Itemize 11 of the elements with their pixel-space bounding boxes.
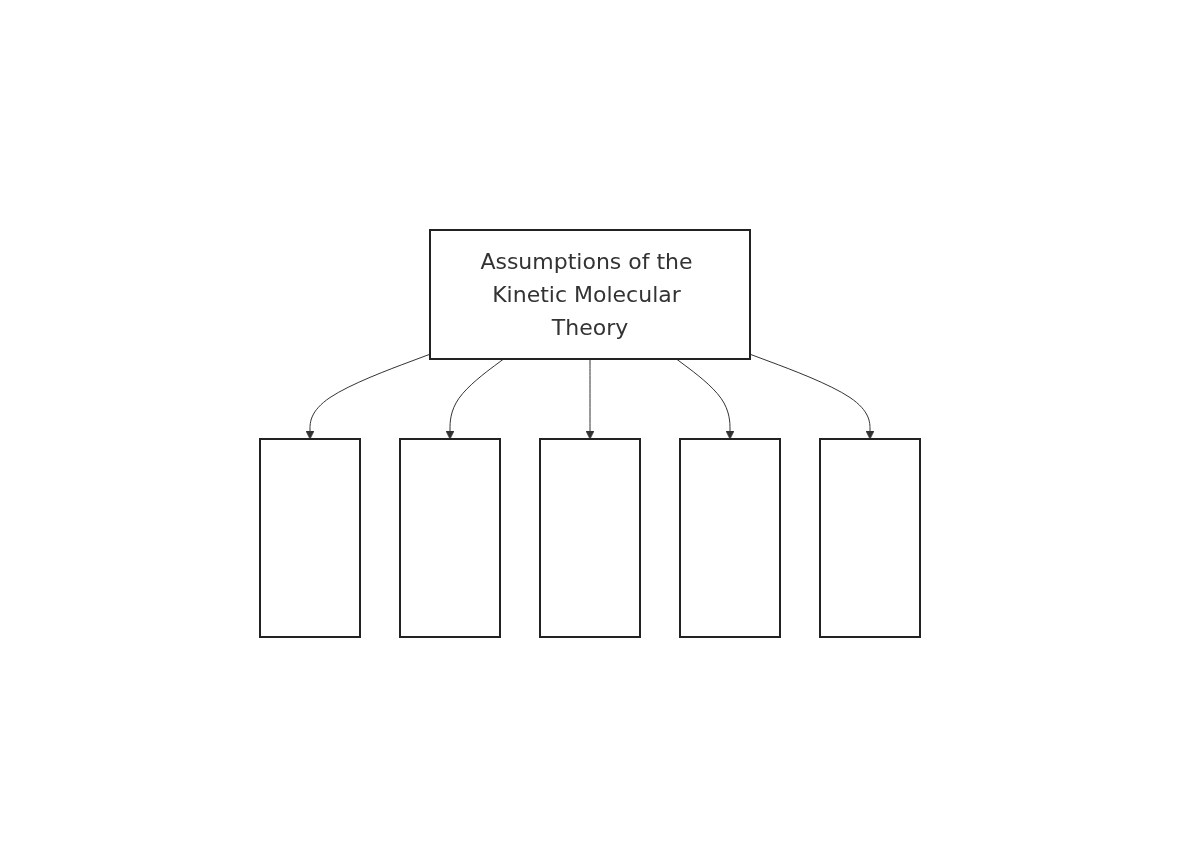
arrow	[585, 358, 594, 440]
arrow	[445, 358, 504, 440]
node-box	[678, 438, 781, 638]
node-box	[538, 438, 641, 638]
arrow	[675, 358, 734, 440]
node-box	[258, 438, 361, 638]
node-box	[398, 438, 501, 638]
node-box	[818, 438, 921, 638]
arrow	[305, 353, 430, 440]
arrow	[749, 353, 874, 440]
node-box: Assumptions of the Kinetic Molecular Theory	[428, 229, 751, 360]
